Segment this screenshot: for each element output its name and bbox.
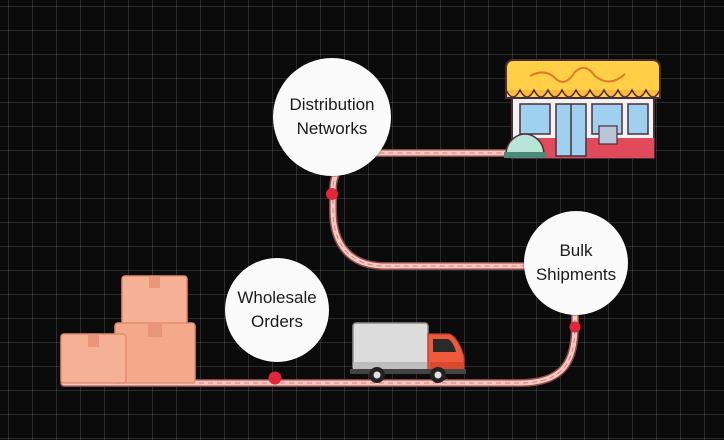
node-label: Distribution Networks xyxy=(289,95,375,138)
route-markers xyxy=(268,188,581,385)
node-label: Wholesale Orders xyxy=(237,288,317,331)
node-distribution-networks: Distribution Networks xyxy=(273,58,391,176)
route-marker xyxy=(326,188,338,200)
node-bulk-shipments: Bulk Shipments xyxy=(524,211,628,315)
stacked-boxes-icon xyxy=(60,275,196,384)
node-label: Bulk Shipments xyxy=(535,241,617,284)
storefront-icon xyxy=(504,59,661,159)
route-marker xyxy=(268,371,282,385)
route-marker xyxy=(569,321,581,333)
node-wholesale-orders: Wholesale Orders xyxy=(225,258,329,362)
delivery-truck-icon xyxy=(350,322,466,383)
